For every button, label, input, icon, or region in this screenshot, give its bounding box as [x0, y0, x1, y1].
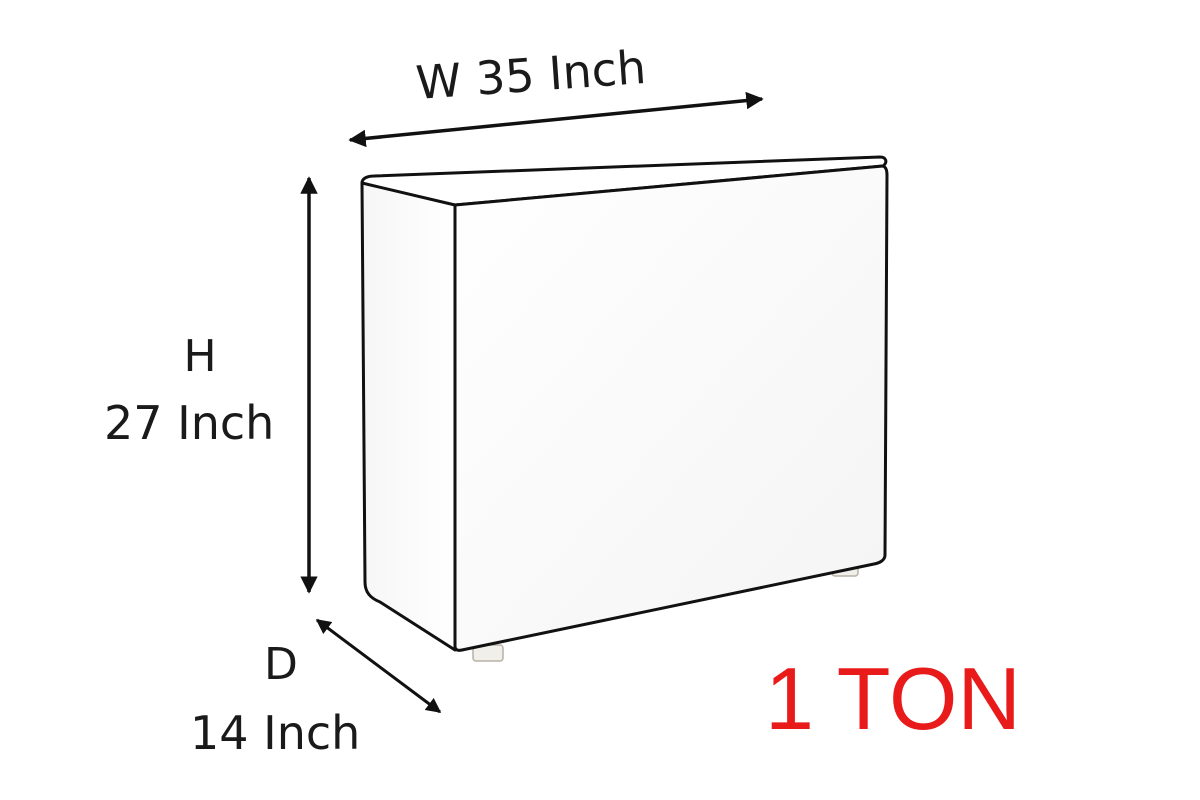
width-arrow: [348, 91, 764, 148]
depth-dimension-value: 14 Inch: [190, 706, 361, 760]
depth-dimension-letter: D: [264, 639, 298, 690]
height-dimension-letter: H: [183, 331, 217, 382]
depth-arrow: [315, 618, 442, 714]
height-dimension-value: 27 Inch: [104, 396, 275, 450]
cover-front-face: [453, 164, 889, 652]
cover-side-face: [360, 181, 457, 652]
capacity-label: 1 TON: [765, 649, 1021, 748]
